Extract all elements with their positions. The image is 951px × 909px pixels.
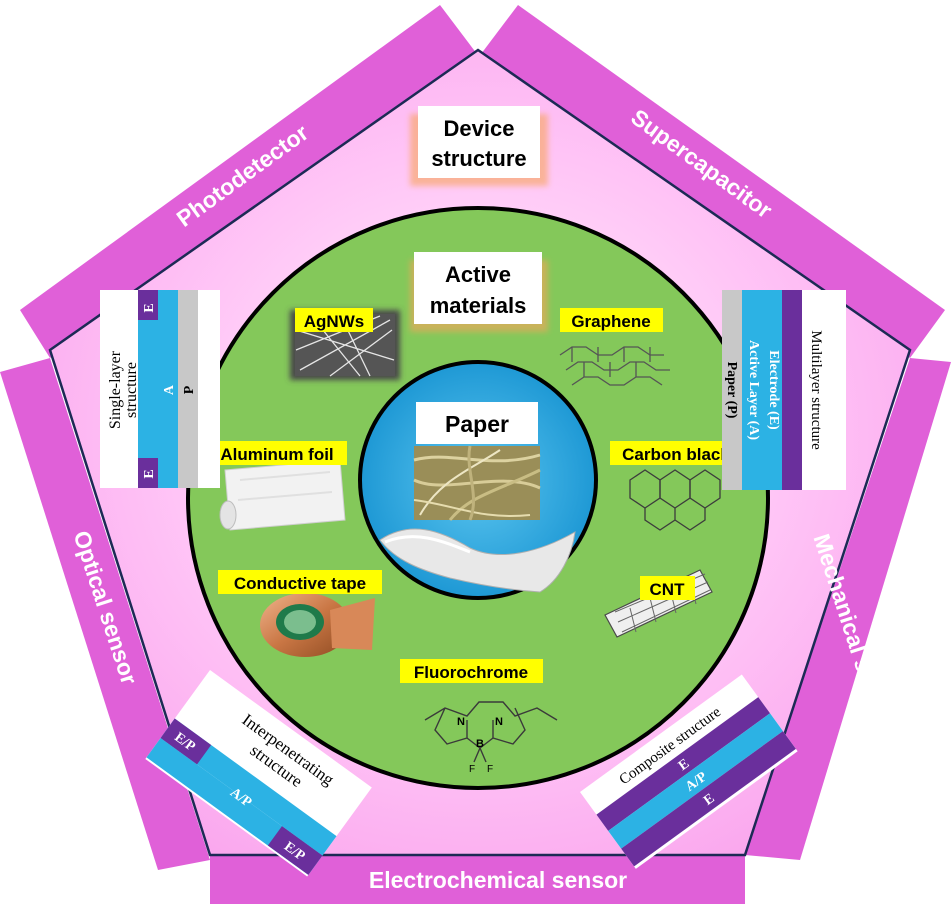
conductive-tape-label: Conductive tape [234,574,366,593]
tab-photodetector [20,5,480,358]
single-layer-e-top: E [142,303,157,312]
fluorochrome-structure [424,701,558,763]
interpenetrating-structure: Interpenetrating structure E/P A/P E/P [145,670,372,877]
carbon-black-image [629,469,721,531]
label-electrochemical-sensor: Electrochemical sensor [369,867,627,893]
device-structure-line2: structure [431,146,526,171]
agnws-label-bg [295,308,373,332]
fluorochrome-atom-n1: N [457,716,465,728]
single-layer-structure: Single-layer structure E A P E [100,290,220,488]
conductive-tape-image [260,593,375,657]
carbon-black-label-bg [610,441,743,465]
multilayer-electrode: Electrode (E) [766,350,781,430]
multilayer-paper: Paper (P) [724,362,739,419]
cnt-label: CNT [650,580,686,599]
single-layer-title1: Single-layer [107,350,124,429]
aluminum-foil-image [219,459,346,531]
multilayer-structure: Paper (P) Active Layer (A) Electrode (E)… [722,290,846,490]
tab-mechanical-sensor [745,358,951,860]
graphene-label-bg [560,308,663,332]
multilayer-active-layer: Active Layer (A) [746,340,761,440]
graphene-label: Graphene [571,312,650,331]
fluorochrome-atom-b: B [476,738,484,750]
aluminum-foil-label: Aluminum foil [220,445,333,464]
composite-structure: Composite structure E A/P E [580,674,798,869]
single-layer-e-bottom: E [142,469,157,478]
fluorochrome-atom-f2: F [487,764,493,775]
active-materials-label: Active materials [410,252,548,332]
single-layer-title2: structure [123,362,140,418]
tab-optical-sensor [0,358,210,870]
cnt-label-bg [640,576,695,600]
active-materials-line1: Active [445,262,511,287]
device-structure-line1: Device [444,116,515,141]
agnws-label: AgNWs [304,312,364,331]
multilayer-title: Multilayer structure [808,330,824,450]
fluorochrome-atom-f1: F [469,764,475,775]
active-materials-line2: materials [430,293,527,318]
paper-sheet-highlight [384,535,471,554]
carbon-black-label: Carbon black [622,445,730,464]
single-layer-p: P [182,385,197,394]
tab-supercapacitor [478,5,945,358]
paper-label-text: Paper [445,411,509,437]
aluminum-foil-label-bg [207,441,347,465]
paper-sheet-icon [379,528,576,593]
fluorochrome-label: Fluorochrome [414,663,528,682]
paper-label: Paper [416,402,538,444]
graphene-image [559,346,670,386]
device-structure-label: Device structure [410,106,548,186]
conductive-tape-label-bg [218,570,382,594]
fluorochrome-atom-n2: N [495,716,503,728]
paper-fiber-image [413,445,541,521]
single-layer-a: A [162,384,177,395]
fluorochrome-label-bg [400,659,543,683]
